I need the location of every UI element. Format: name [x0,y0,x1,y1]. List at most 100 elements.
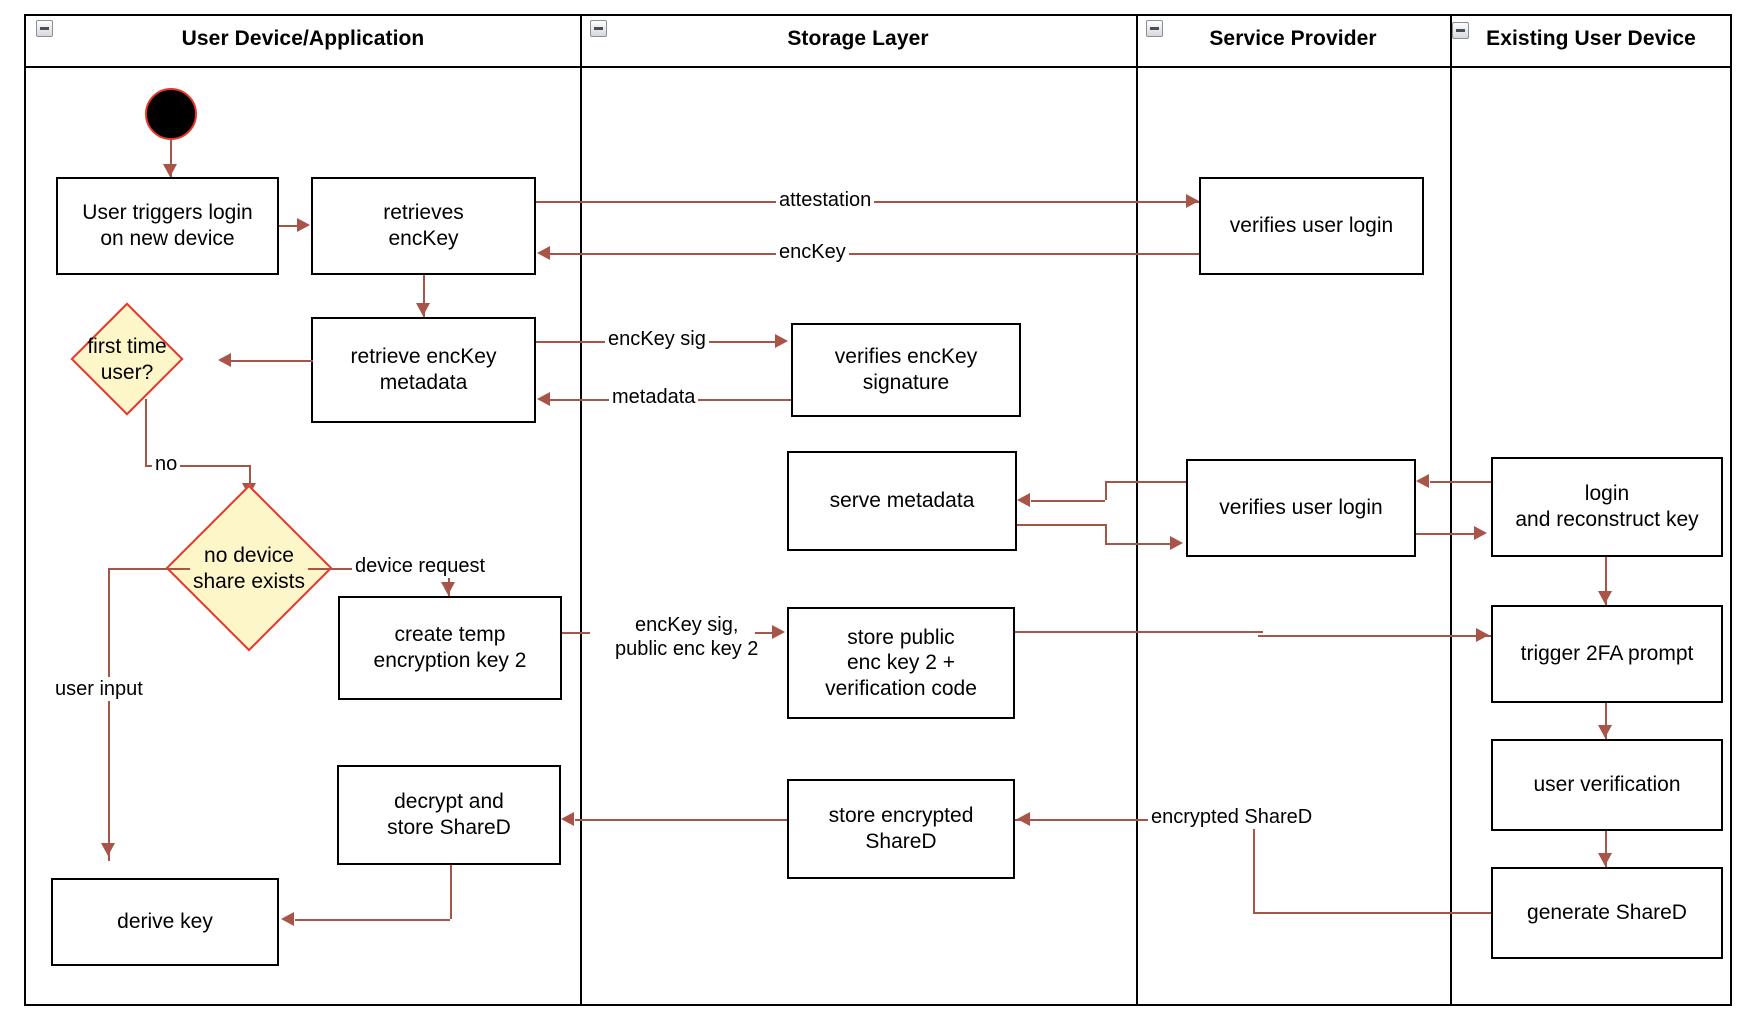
lane-title-storage-layer: Storage Layer [787,27,929,50]
edge-label-attestation: attestation [776,188,875,212]
arrow-to-servemetadata [1017,493,1030,507]
edge-label-encrypted-shared: encrypted ShareD [1148,805,1316,829]
initial-node [145,88,197,140]
lane-divider-1 [580,16,582,1004]
arrow-decrypt-to-derivekey [281,912,294,926]
edge-storeenc-to-decrypt [575,819,787,821]
node-derive-key[interactable]: derive key [51,878,279,966]
lane-divider-2 [1136,16,1138,1004]
node-retrieve-enckey-metadata[interactable]: retrieve encKey metadata [311,317,536,423]
edge-label-enckey-sig: encKey sig [605,327,709,351]
collapse-icon-storage-layer[interactable] [590,20,607,37]
node-label: verifies encKey signature [834,345,978,394]
edge-userinput-down [108,568,110,861]
node-store-encrypted-shared[interactable]: store encrypted ShareD [787,779,1015,879]
node-user-verification[interactable]: user verification [1491,739,1723,831]
edge-label-device-request: device request [352,554,489,578]
arrow-storeenc-to-decrypt [561,812,574,826]
node-label: retrieve encKey metadata [350,345,497,394]
arrow-metadata-to-firsttime [218,353,231,367]
edge-verify2-jog-top [1105,481,1107,500]
edge-label-enckey: encKey [776,240,849,264]
edge-to-storeencrypted [1015,819,1253,821]
edge-decrypt-down [450,865,452,919]
edge-decrypt-to-derivekey [295,919,450,921]
edge-firsttime-no-right [145,465,249,467]
edge-label-user-input: user input [52,677,146,701]
node-create-temp-encryption-key-2[interactable]: create temp encryption key 2 [338,596,562,700]
edge-start-to-login [170,140,172,178]
node-label: store public enc key 2 + verification co… [825,625,977,700]
arrow-userverif-to-generate [1598,853,1612,866]
edge-retrieves-to-metadata [423,275,425,317]
arrow-enckey-back [537,246,550,260]
edge-createtemp-out [562,632,590,634]
node-retrieves-enckey[interactable]: retrieves encKey [311,177,536,275]
edge-verify2-out-top [1105,481,1186,483]
node-trigger-2fa-prompt[interactable]: trigger 2FA prompt [1491,605,1723,703]
arrow-retrieves-to-metadata [416,303,430,316]
arrow-attestation [1186,194,1199,208]
node-serve-metadata[interactable]: serve metadata [787,451,1017,551]
edge-login-to-2fa [1605,557,1607,605]
node-label: store encrypted ShareD [828,804,974,853]
node-verifies-user-login-2[interactable]: verifies user login [1186,459,1416,557]
node-label: decrypt and store ShareD [387,790,511,839]
edge-devshare-userinput-left [108,568,190,570]
arrow-start-to-login [163,164,177,177]
node-user-triggers-login[interactable]: User triggers login on new device [56,177,279,275]
node-label: serve metadata [829,489,975,513]
arrow-2fa-to-userverif [1598,725,1612,738]
lane-header-existing-user-device: Existing User Device [1450,14,1732,64]
edge-generate-out [1253,912,1491,914]
lane-header-rule [26,66,1730,68]
node-label: login and reconstruct key [1515,482,1699,531]
lane-divider-3 [1450,16,1452,1004]
arrow-to-storepublic [772,625,785,639]
node-label: user verification [1533,773,1681,797]
lane-title-existing-user-device: Existing User Device [1486,27,1696,50]
arrow-login-to-retrieves [297,218,310,232]
edge-userverif-to-generate [1605,831,1607,867]
edge-to-storepublic [755,632,775,634]
node-label: generate ShareD [1527,901,1687,925]
arrow-storepublic-to-2fa [1476,628,1489,642]
arrow-login-to-verify2 [1416,474,1429,488]
edge-login-to-verify2 [1430,481,1491,483]
arrow-userinput-to-derivekey [101,843,115,856]
node-generate-shared[interactable]: generate ShareD [1491,867,1723,959]
node-verifies-enckey-signature[interactable]: verifies encKey signature [791,323,1021,417]
arrow-verifysig-to-metadata [537,392,550,406]
arrow-metadata-to-verifysig [775,334,788,348]
edge-storepublic-to-2fa [1258,635,1491,637]
node-decrypt-and-store-shared[interactable]: decrypt and store ShareD [337,765,561,865]
edge-metadata-to-firsttime [228,360,313,362]
node-label: derive key [117,910,213,934]
node-label: verifies user login [1219,496,1383,520]
node-label: create temp encryption key 2 [373,623,527,672]
node-verifies-user-login-1[interactable]: verifies user login [1199,177,1424,275]
lane-title-user-device: User Device/Application [181,27,425,50]
node-store-public-enc-key-2[interactable]: store public enc key 2 + verification co… [787,607,1015,719]
edge-enckey-back [550,253,1199,255]
edge-servemetadata-out [1017,524,1105,526]
edge-no-to-devshare [249,465,251,497]
lane-title-service-provider: Service Provider [1209,27,1377,50]
node-login-and-reconstruct-key[interactable]: login and reconstruct key [1491,457,1723,557]
lane-header-service-provider: Service Provider [1136,14,1450,64]
arrow-devshare-to-createtemp [441,582,455,595]
arrow-to-storeencrypted [1017,812,1030,826]
node-label: retrieves encKey [383,201,464,250]
node-label: trigger 2FA prompt [1520,642,1694,666]
edge-login-to-retrieves [279,225,303,227]
lane-header-user-device: User Device/Application [26,14,580,64]
edge-to-servemetadata [1031,500,1105,502]
edge-2fa-to-userverif [1605,703,1607,739]
edge-storepublic-out-right [1015,631,1263,633]
edge-verify2-to-login [1416,533,1477,535]
collapse-icon-user-device[interactable] [36,20,53,37]
collapse-icon-existing-user-device[interactable] [1452,22,1469,39]
arrow-verify2-to-login [1474,526,1487,540]
collapse-icon-service-provider[interactable] [1146,20,1163,37]
